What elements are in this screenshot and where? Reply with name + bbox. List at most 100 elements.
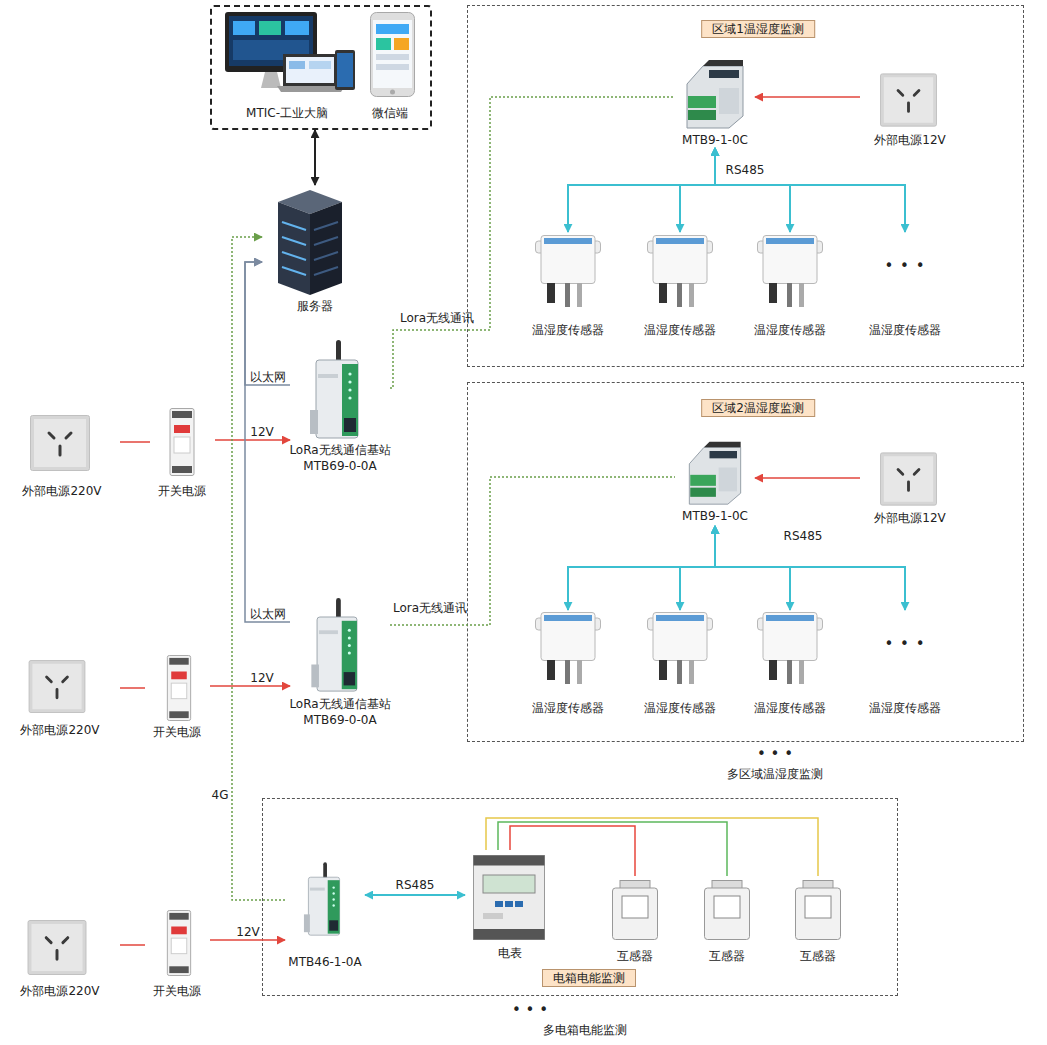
sensor-icon [648,613,713,685]
sensor-icon [648,236,713,308]
node-label: 温湿度传感器 [644,700,716,716]
switch-power-supply: 开关电源 [145,905,210,1000]
node-label: MTB9-1-0C [682,132,748,148]
connector [568,526,715,610]
note-label: 多区域温湿度监测 [727,766,823,782]
connector-label: 12V [236,924,259,940]
connector [210,939,285,941]
socket-icon [29,660,85,712]
connector [120,944,145,946]
psu-icon [167,655,190,720]
connector [715,526,905,610]
power-socket: 外部电源220V [5,917,120,1002]
connector-label: 12V [250,670,273,686]
sensor-icon [536,613,601,685]
connector [120,441,150,443]
node-label: 温湿度传感器 [644,322,716,338]
switch-power-supply: 开关电源 [145,652,210,740]
node-label: 温湿度传感器 [869,322,941,338]
meter-icon [474,856,545,940]
note-label: • • • [512,1002,548,1018]
connector [680,526,715,610]
connector [715,526,790,610]
node-label: MTB46-1-0A [288,954,361,970]
node-label: 温湿度传感器 [869,700,941,716]
connector [390,477,675,625]
node-label: LoRa无线通信基站 MTB69-0-0A [284,442,396,474]
node-label: 外部电源12V [874,510,945,526]
node-label: 开关电源 [158,483,206,499]
node-label: • • • [884,258,925,274]
socket-icon [880,453,936,505]
switch-power-supply: 开关电源 [150,405,215,500]
node-label: LoRa无线通信基站 MTB69-0-0A [284,696,396,728]
node-label: 外部电源12V [874,132,945,148]
socket-icon [28,920,86,974]
connector [755,96,860,98]
ct-icon [705,881,750,940]
power-socket: 外部电源220V [5,413,120,503]
region-box: 区域2温湿度监测MTB9-1-0C外部电源12V温湿度传感器温湿度传感器温湿度传… [467,382,1024,742]
node-label: 温湿度传感器 [532,700,604,716]
current-transformer: 互感器 [605,876,665,964]
node-label: 温湿度传感器 [532,322,604,338]
current-transformer: 互感器 [697,876,757,964]
connector [715,148,905,232]
sensor-device: 温湿度传感器 [635,232,725,340]
sensor-device: 温湿度传感器 [635,610,725,718]
node-label: 温湿度传感器 [754,322,826,338]
connector [568,148,715,232]
node-label: 电表 [498,945,522,961]
connector-label: Lora无线通讯 [393,600,467,616]
sensor-device: • • • 温湿度传感器 [860,610,950,718]
sensor-device: 温湿度传感器 [745,232,835,340]
connector-label: RS485 [784,528,823,544]
node-label: MTB9-1-0C [682,508,748,524]
psu-icon [170,409,194,476]
node-label: 外部电源220V [20,722,99,738]
monitor-icon [225,12,355,92]
socket-icon [31,416,90,471]
connector [390,97,675,388]
connector [755,477,860,479]
connector [245,262,290,385]
gateway-device: LoRa无线通信基站 MTB69-0-0A [290,338,390,478]
connector [365,894,465,896]
connector-label: 12V [250,424,273,440]
node-label: 外部电源220V [20,983,99,999]
gateway-device: LoRa无线通信基站 MTB69-0-0A [290,596,390,731]
collector-icon [687,60,743,128]
note-label: • • • [757,746,793,762]
node-label: 互感器 [617,948,653,964]
sensor-icon [536,236,601,308]
node-label: • • • [884,636,925,652]
region-box: 电箱电能监测 MTB46-1-0A 电表 互感器 互感器 互感器 [262,798,898,996]
gateway-icon [304,862,340,935]
power-socket: 外部电源12V [860,450,960,528]
power-socket: 外部电源12V [860,70,960,150]
energy-meter: 电表 [465,850,555,960]
sensor-device: 温湿度传感器 [523,232,613,340]
region-box: 区域1温湿度监测MTB9-1-0C外部电源12V温湿度传感器温湿度传感器温湿度传… [467,5,1024,367]
socket-icon [880,74,936,126]
ct-icon [796,881,841,940]
connector-label: Lora无线通讯 [400,310,474,326]
node-label: 互感器 [800,948,836,964]
connector [120,687,145,689]
node-label: MTIC-工业大脑 [246,105,328,121]
connector [498,822,727,876]
node-label: 开关电源 [153,724,201,740]
connector-label: 以太网 [250,369,286,385]
node-label: 外部电源220V [22,483,101,499]
node-label: 互感器 [709,948,745,964]
connector [245,262,290,622]
gateway-device: MTB46-1-0A [285,848,365,970]
collector-icon [689,442,740,504]
sensor-device: • • • 温湿度传感器 [860,232,950,340]
connector [314,130,316,185]
power-socket: 外部电源220V [5,657,120,740]
server: 服务器 [262,185,368,315]
region-title: 电箱电能监测 [542,969,636,987]
